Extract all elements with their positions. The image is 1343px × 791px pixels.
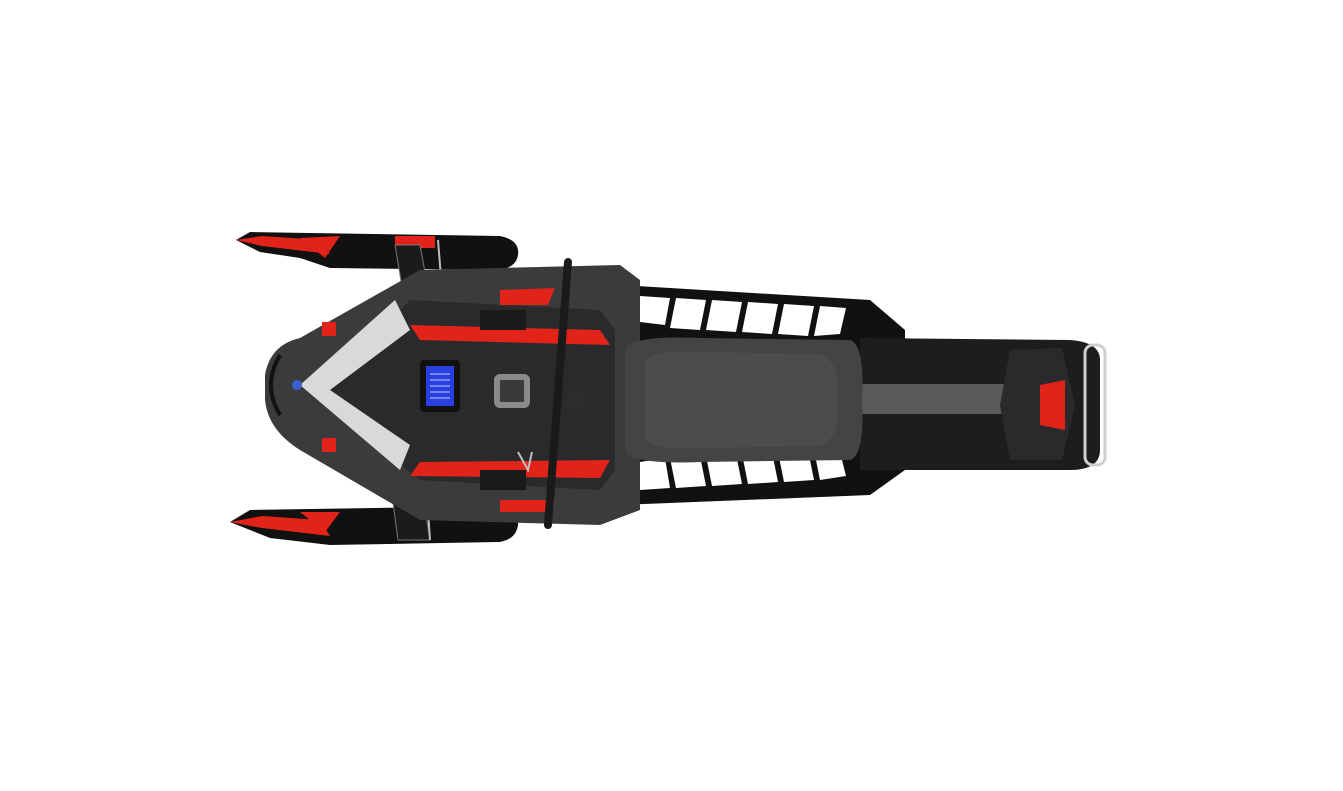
rear-bumper bbox=[860, 338, 1107, 470]
side-vents bbox=[480, 310, 533, 490]
upper-ski bbox=[236, 232, 519, 270]
dashboard-display bbox=[420, 360, 460, 412]
handlebar bbox=[494, 258, 592, 529]
seat bbox=[625, 337, 863, 463]
